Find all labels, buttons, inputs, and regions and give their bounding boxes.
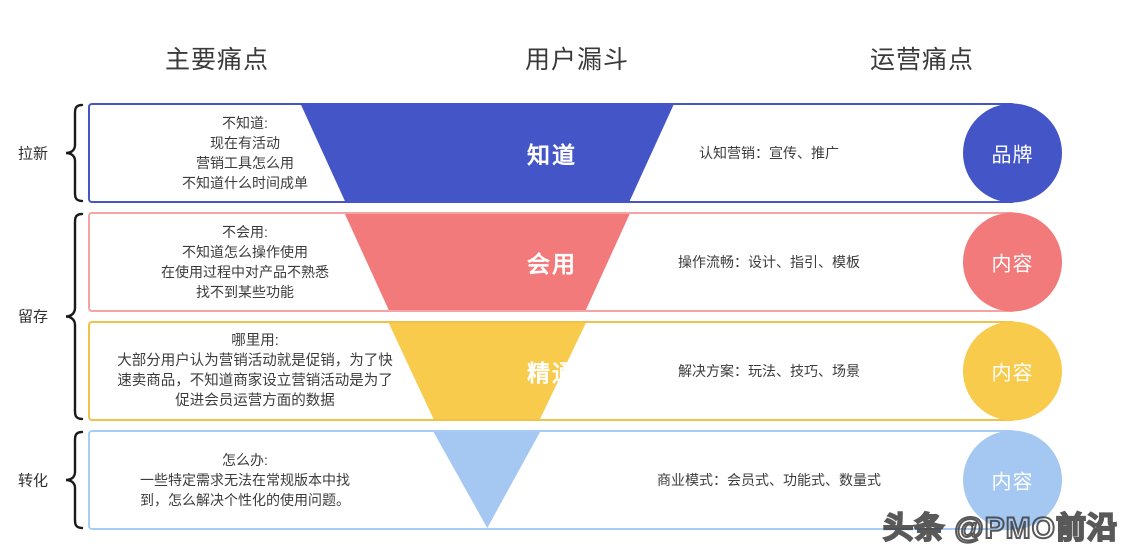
ops-text: 解决方案：玩法、技巧、场景 bbox=[678, 363, 860, 379]
pain-line: 到，怎么解决个性化的使用问题。 bbox=[140, 492, 350, 508]
pain-cell-use: 不会用: 不知道怎么操作使用 在使用过程中对产品不熟悉 找不到某些功能 bbox=[90, 214, 400, 310]
pain-line: 不知道什么时间成单 bbox=[182, 175, 308, 191]
stage-label-use: 会用 bbox=[527, 251, 577, 277]
funnel-row-use[interactable]: 不会用: 不知道怎么操作使用 在使用过程中对产品不熟悉 找不到某些功能 会用 操… bbox=[88, 212, 1062, 312]
pain-cell-master: 哪里用: 大部分用户认为营销活动就是促销，为了快 速卖商品，不知道商家设立营销活… bbox=[90, 323, 420, 419]
pain-title: 哪里用: bbox=[231, 333, 279, 349]
outcome-circle-brand[interactable]: 品牌 bbox=[963, 103, 1062, 203]
group-label-acquisition: 拉新 bbox=[18, 145, 49, 163]
outcome-circle-label: 内容 bbox=[991, 471, 1034, 494]
pain-line: 大部分用户认为营销活动就是促销，为了快 bbox=[117, 353, 393, 369]
pain-title: 怎么办: bbox=[222, 452, 268, 468]
pain-line: 促进会员运营方面的数据 bbox=[175, 393, 335, 409]
pain-line: 速卖商品，不知道商家设立营销活动是为了 bbox=[117, 373, 393, 389]
pain-line: 在使用过程中对产品不熟悉 bbox=[161, 264, 329, 280]
brace-conversion bbox=[62, 430, 84, 530]
pain-line: 营销工具怎么用 bbox=[196, 155, 294, 171]
column-header-funnel: 用户漏斗 bbox=[525, 46, 630, 74]
pain-title: 不会用: bbox=[222, 224, 268, 240]
pain-line: 不知道怎么操作使用 bbox=[182, 244, 308, 260]
outcome-circle-label: 内容 bbox=[991, 253, 1034, 276]
brace-acquisition bbox=[62, 103, 84, 203]
pain-line: 现在有活动 bbox=[210, 135, 280, 151]
funnel-row-know[interactable]: 不知道: 现在有活动 营销工具怎么用 不知道什么时间成单 知道 认知营销：宣传、… bbox=[88, 103, 1062, 203]
pain-title: 不知道: bbox=[222, 115, 268, 131]
outcome-circle-content-personalization[interactable]: 内容 bbox=[963, 430, 1062, 530]
group-label-conversion: 转化 bbox=[18, 472, 49, 490]
watermark: 头条 @PMO前沿 bbox=[882, 511, 1118, 546]
ops-cell-know: 认知营销：宣传、推广 bbox=[624, 105, 914, 201]
outcome-circle-content-master[interactable]: 内容 bbox=[963, 321, 1062, 421]
stage-label-know: 知道 bbox=[527, 142, 577, 168]
column-header-ops-points: 运营痛点 bbox=[870, 46, 975, 74]
stage-label-master: 精通 bbox=[527, 360, 577, 386]
funnel-row-master[interactable]: 哪里用: 大部分用户认为营销活动就是促销，为了快 速卖商品，不知道商家设立营销活… bbox=[88, 321, 1062, 421]
ops-text: 操作流畅：设计、指引、模板 bbox=[678, 254, 860, 270]
pain-line: 找不到某些功能 bbox=[196, 284, 294, 300]
pain-cell-know: 不知道: 现在有活动 营销工具怎么用 不知道什么时间成单 bbox=[90, 105, 400, 201]
outcome-circle-content-use[interactable]: 内容 bbox=[963, 212, 1062, 312]
pain-line: 一些特定需求无法在常规版本中找 bbox=[140, 472, 350, 488]
brace-retention bbox=[62, 212, 84, 421]
ops-cell-use: 操作流畅：设计、指引、模板 bbox=[624, 214, 914, 310]
stage-label-personalization: 个性 bbox=[527, 465, 577, 492]
column-header-pain-points: 主要痛点 bbox=[165, 46, 270, 74]
pain-cell-personalization: 怎么办: 一些特定需求无法在常规版本中找 到，怎么解决个性化的使用问题。 bbox=[90, 432, 400, 528]
group-label-retention: 留存 bbox=[18, 308, 49, 326]
outcome-circle-label: 内容 bbox=[991, 362, 1034, 385]
ops-text: 商业模式：会员式、功能式、数量式 bbox=[657, 472, 881, 488]
ops-cell-master: 解决方案：玩法、技巧、场景 bbox=[624, 323, 914, 419]
ops-cell-personalization: 商业模式：会员式、功能式、数量式 bbox=[624, 432, 914, 528]
funnel-row-personalization[interactable]: 怎么办: 一些特定需求无法在常规版本中找 到，怎么解决个性化的使用问题。 个性 … bbox=[88, 430, 1062, 530]
outcome-circle-label: 品牌 bbox=[991, 144, 1034, 167]
ops-text: 认知营销：宣传、推广 bbox=[699, 145, 839, 161]
